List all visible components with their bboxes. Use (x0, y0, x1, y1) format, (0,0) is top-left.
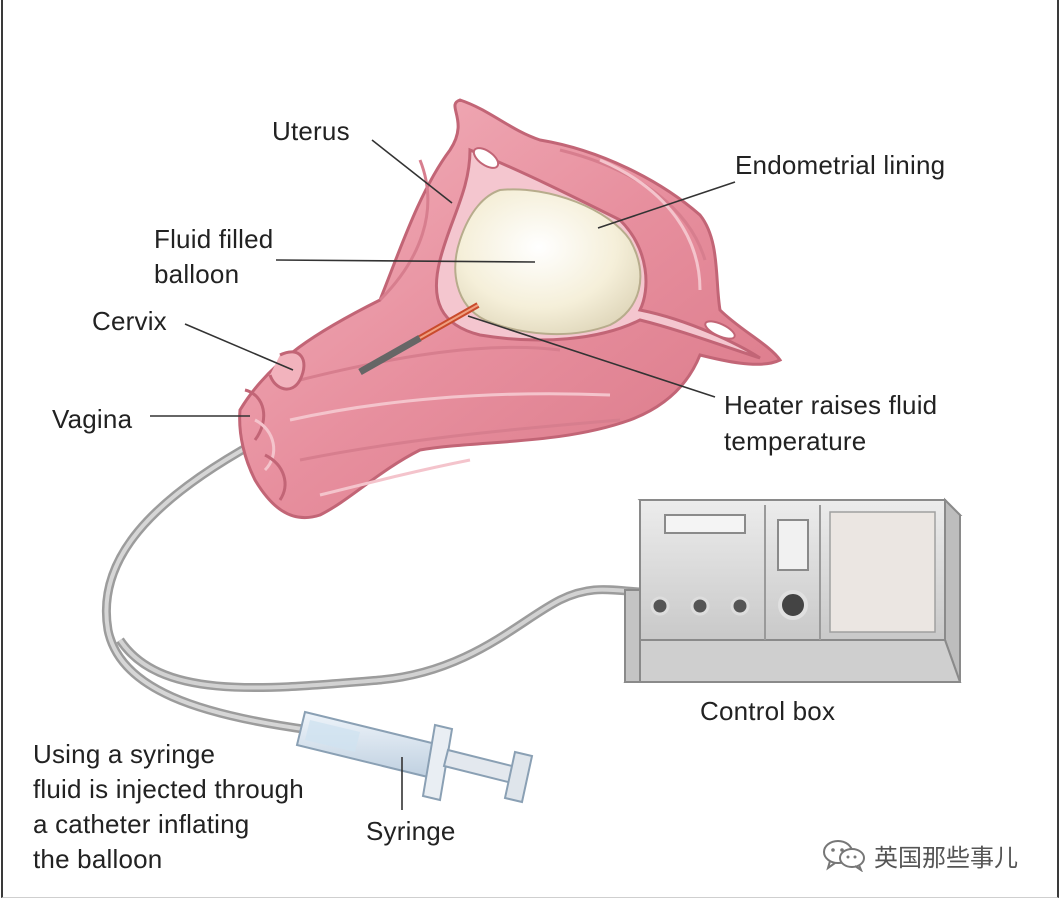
control-knob-1 (650, 596, 670, 616)
fluid-filled-balloon (454, 188, 642, 336)
syringe-plunger-cap (503, 750, 534, 804)
caption-line-1: Using a syringe (33, 739, 216, 769)
leader-endometrial (597, 181, 736, 229)
catheter-shaft (358, 334, 422, 376)
control-display (664, 514, 746, 534)
label-syringe: Syringe (366, 816, 456, 846)
leader-cervix (184, 323, 294, 371)
control-knob-2 (690, 596, 710, 616)
label-uterus: Uterus (272, 116, 350, 146)
label-cervix: Cervix (92, 306, 167, 336)
syringe (295, 710, 534, 804)
control-box-cable (116, 585, 641, 693)
label-balloon: balloon (154, 259, 240, 289)
control-meter (777, 519, 809, 571)
control-box (623, 497, 963, 683)
caption-line-2: fluid is injected through (33, 774, 304, 804)
label-vagina: Vagina (52, 404, 133, 434)
leader-balloon (275, 259, 536, 263)
syringe-barrel (295, 710, 442, 780)
uterus-anatomy (238, 98, 783, 520)
leader-heater (467, 315, 716, 398)
caption-line-3: a catheter inflating (33, 809, 250, 839)
label-temperature: temperature (724, 426, 867, 456)
tube-opening-right (704, 320, 736, 340)
caption-line-4: the balloon (33, 844, 163, 874)
watermark-text: 英国那些事儿 (874, 844, 1018, 872)
wechat-icon (823, 840, 865, 872)
control-dial (778, 590, 808, 620)
cervix (268, 350, 306, 391)
label-heater: Heater raises fluid (724, 390, 938, 420)
tube-opening-left (472, 147, 500, 169)
syringe-flange (421, 723, 454, 802)
control-knob-3 (730, 596, 750, 616)
control-panel-right (829, 511, 936, 633)
label-control-box: Control box (700, 696, 836, 726)
leader-uterus (371, 139, 453, 204)
label-endometrial-lining: Endometrial lining (735, 150, 946, 180)
label-fluid-filled: Fluid filled (154, 224, 274, 254)
watermark: 英国那些事儿 (822, 835, 1018, 875)
